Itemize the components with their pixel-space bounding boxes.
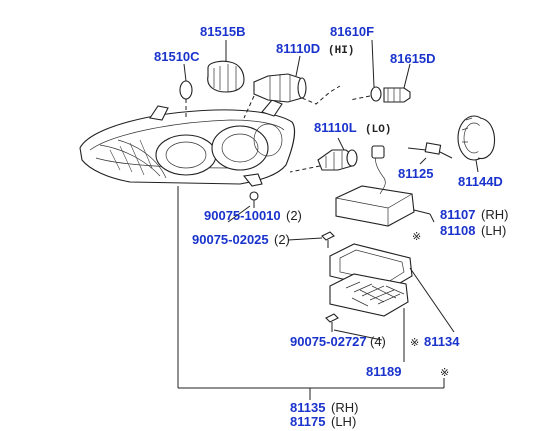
label-81615d: 81615D [390,51,436,66]
mark-bottom: ※ [440,366,449,379]
label-90075-02025-qty: (2) [274,232,290,247]
label-81134: 81134 [424,334,460,349]
label-81108: 81108 [440,223,475,238]
headlamp-housing-drawing [79,99,295,187]
label-81189: 81189 [366,364,401,379]
cover-81134-drawing [329,243,455,333]
label-81125: 81125 [398,166,433,181]
label-81135-side: (RH) [331,400,358,415]
label-90075-10010: 90075-10010 [204,208,281,223]
label-90075-02025: 90075-02025 [192,232,269,247]
label-81135: 81135 [290,400,325,415]
screw-90075-10010-drawing [249,191,259,208]
label-90075-02727-qty: (4) [370,334,386,349]
screw-90075-02025-drawing [321,231,335,248]
bulb-81615d-drawing [349,39,411,103]
label-81110d-note: (HI) [328,45,354,57]
label-81107-side: (RH) [481,207,508,222]
label-81110l: 81110L [314,120,357,135]
label-81510c: 81510C [154,49,200,64]
label-90075-02727: 90075-02727 [290,334,367,349]
mark-81107: ※ [412,230,421,243]
mark-81134: ※ [410,336,419,349]
bulb-81110d-drawing [243,55,341,119]
screw-90075-02727-drawing [325,313,339,332]
label-81144d: 81144D [458,174,503,189]
label-90075-10010-qty: (2) [286,208,302,223]
leader-lines [177,186,445,400]
label-81175: 81175 [290,414,325,429]
bulb-81110l-drawing [289,137,358,173]
label-81108-side: (LH) [481,223,506,238]
connector-81125-drawing [407,142,453,165]
label-81175-side: (LH) [331,414,356,429]
bulb-81510c-drawing [179,63,193,120]
label-81110d: 81110D [276,41,320,56]
ballast-81107-drawing [335,145,431,227]
label-81110l-note: (LO) [365,124,391,136]
socket-81144d-drawing [457,115,496,173]
label-81610f: 81610F [330,24,374,39]
label-81515b: 81515B [200,24,246,39]
bulb-81515b-drawing [207,40,245,93]
label-81107: 81107 [440,207,475,222]
